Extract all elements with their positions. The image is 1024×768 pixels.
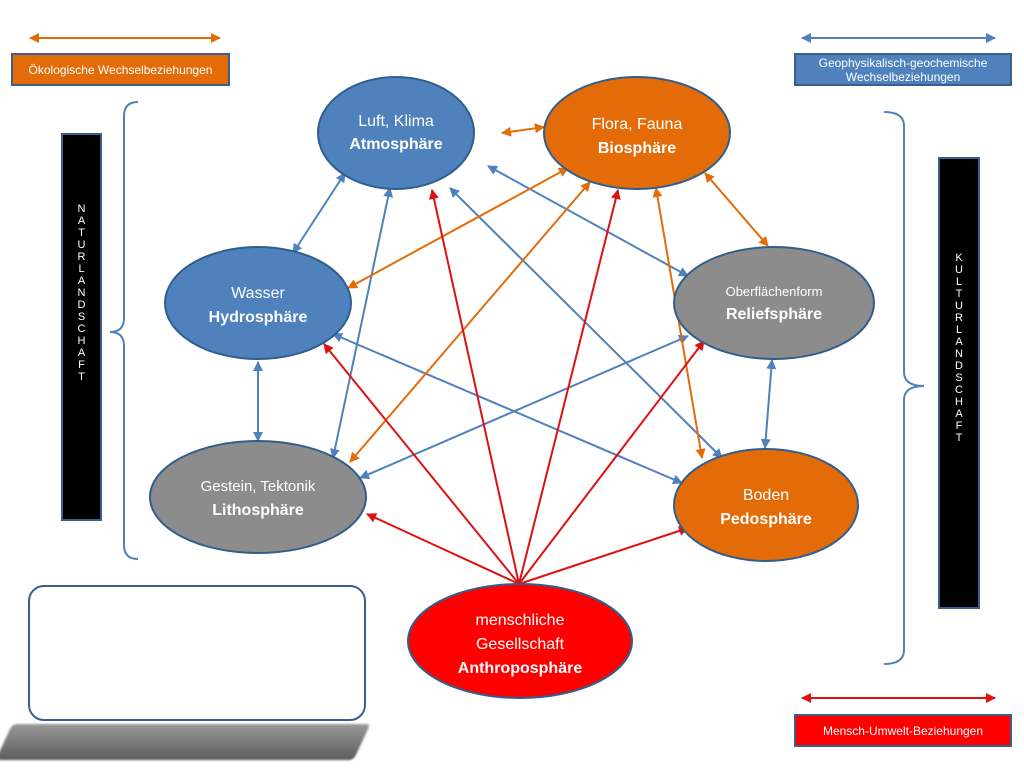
bar-letter: N <box>77 203 86 215</box>
bar-letter: A <box>77 347 86 359</box>
atmosphere-node: Luft, Klima Atmosphäre <box>317 76 475 190</box>
atmosphere-line2: Atmosphäre <box>349 136 442 153</box>
legend-geophysical-label: Geophysikalisch-geochemische Wechselbezi… <box>794 53 1012 86</box>
bar-letter: H <box>77 335 86 347</box>
legend-human-environment-text: Mensch-Umwelt-Beziehungen <box>822 723 984 738</box>
reliefsphere-node: Oberflächenform Reliefsphäre <box>673 246 875 360</box>
arrow-anthroposphere-reliefsphere <box>518 340 705 585</box>
bar-letter: U <box>955 300 963 312</box>
naturlandschaft-bar: N A T U R L A N D S C H A F T <box>61 133 102 521</box>
bar-letter: T <box>955 432 963 444</box>
bar-letter: A <box>955 408 963 420</box>
anthroposphere-node: menschliche Gesellschaft Anthroposphäre <box>407 583 633 699</box>
legend-geophysical-text-line1: Geophysikalisch-geochemische <box>818 55 988 70</box>
bar-letter: N <box>77 287 86 299</box>
legend-ecological-text: Ökologische Wechselbeziehungen <box>28 62 213 77</box>
empty-text-box[interactable] <box>28 585 366 721</box>
bar-letter: F <box>78 359 85 371</box>
arrow-hydrosphere-pedosphere <box>332 332 683 485</box>
human-environment-arrows <box>323 189 705 585</box>
arrow-biosphere-reliefsphere <box>704 172 769 247</box>
bar-letter: T <box>955 288 963 300</box>
biosphere-line2: Biosphäre <box>598 140 676 157</box>
bar-letter: F <box>955 420 963 432</box>
bar-letter: S <box>955 372 963 384</box>
bar-letter: K <box>955 252 963 264</box>
legend-human-environment-label: Mensch-Umwelt-Beziehungen <box>794 714 1012 747</box>
pedosphere-line2: Pedosphäre <box>720 511 812 528</box>
bar-letter: U <box>955 264 963 276</box>
hydrosphere-line2: Hydrosphäre <box>209 309 308 326</box>
arrow-biosphere-lithosphere <box>349 181 591 463</box>
left-brace <box>109 101 139 560</box>
bar-letter: H <box>955 396 963 408</box>
arrow-anthroposphere-pedosphere <box>518 526 689 585</box>
bar-letter: L <box>955 324 963 336</box>
bar-letter: T <box>78 227 85 239</box>
lithosphere-line2: Lithosphäre <box>212 502 304 519</box>
bar-letter: R <box>77 251 86 263</box>
arrow-anthroposphere-biosphere <box>518 189 621 585</box>
lithosphere-node: Gestein, Tektonik Lithosphäre <box>149 440 367 554</box>
hydrosphere-node: Wasser Hydrosphäre <box>164 246 352 360</box>
pedosphere-node: Boden Pedosphäre <box>673 448 859 562</box>
legend-geophysical-text-line2: Wechselbeziehungen <box>845 69 961 84</box>
hydrosphere-line1: Wasser <box>231 285 285 302</box>
bar-letter: U <box>77 239 86 251</box>
bar-letter: D <box>77 299 86 311</box>
arrow-anthroposphere-atmosphere <box>429 189 520 585</box>
bar-letter: A <box>77 275 86 287</box>
anthroposphere-line1: menschliche <box>476 612 565 629</box>
anthroposphere-line2: Gesellschaft <box>476 636 565 653</box>
anthroposphere-line3: Anthroposphäre <box>458 660 583 677</box>
kulturlandschaft-bar: K U L T U R L A N D S C H A F T <box>938 157 980 609</box>
arrow-biosphere-pedosphere <box>652 187 706 459</box>
arrow-atmosphere-biosphere <box>501 123 545 137</box>
arrow-lithosphere-reliefsphere <box>359 334 689 480</box>
bar-letter: T <box>78 371 85 383</box>
bar-letter: A <box>77 215 86 227</box>
pedosphere-line1: Boden <box>743 487 789 504</box>
atmosphere-line1: Luft, Klima <box>358 113 434 130</box>
bar-letter: L <box>78 263 85 275</box>
arrow-atmosphere-hydrosphere <box>292 172 346 254</box>
bar-letter: N <box>955 348 963 360</box>
bar-letter: R <box>955 312 963 324</box>
bar-letter: A <box>955 336 963 348</box>
lithosphere-line1: Gestein, Tektonik <box>201 478 316 495</box>
arrow-anthroposphere-hydrosphere <box>323 343 520 585</box>
bar-letter: C <box>955 384 963 396</box>
bar-letter: L <box>955 276 963 288</box>
right-brace <box>883 111 925 665</box>
bar-letter: C <box>77 323 86 335</box>
legend-ecological-label: Ökologische Wechselbeziehungen <box>11 53 230 86</box>
arrow-anthroposphere-lithosphere <box>366 513 520 585</box>
biosphere-line1: Flora, Fauna <box>592 116 683 133</box>
text-box-shadow <box>0 724 371 760</box>
ecological-arrows <box>347 123 769 463</box>
reliefsphere-line1: Oberflächenform <box>726 284 823 299</box>
biosphere-node: Flora, Fauna Biosphäre <box>543 76 731 190</box>
bar-letter: S <box>77 311 86 323</box>
bar-letter: D <box>955 360 963 372</box>
arrow-reliefsphere-pedosphere <box>760 359 777 449</box>
reliefsphere-line2: Reliefsphäre <box>726 306 822 323</box>
